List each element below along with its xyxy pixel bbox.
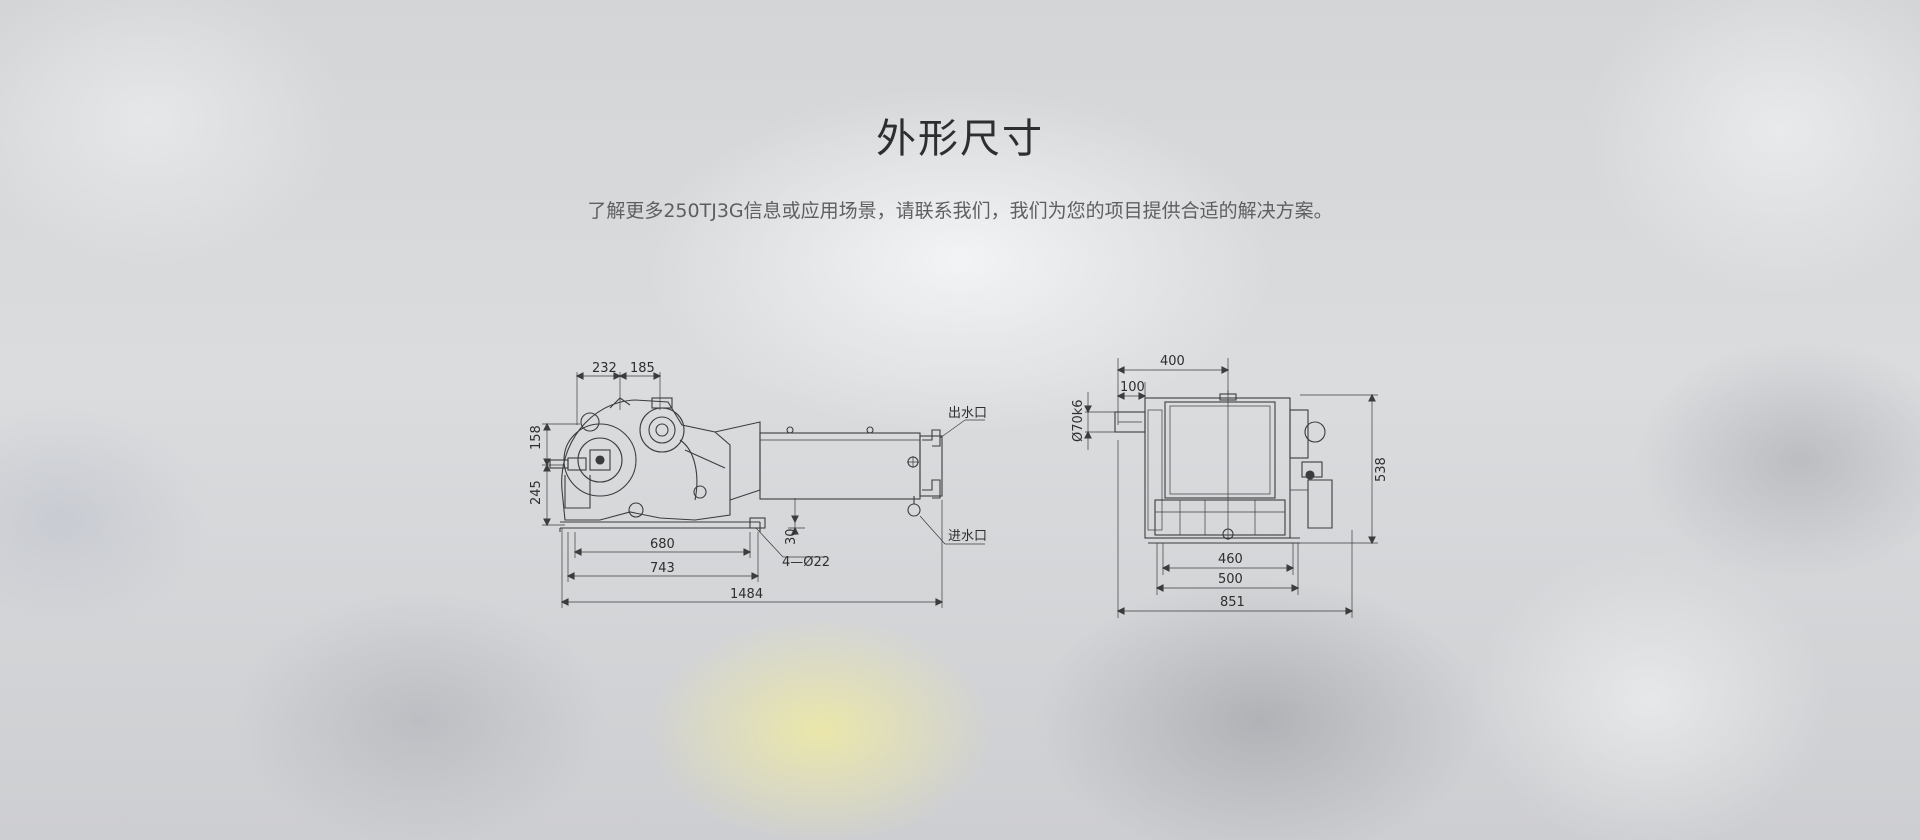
section-title: 外形尺寸	[876, 116, 1044, 162]
dim-shaft: Ø70k6	[1071, 399, 1086, 442]
dim-1484: 1484	[730, 587, 763, 602]
dim-100: 100	[1120, 380, 1145, 395]
dim-743: 743	[650, 561, 675, 576]
dim-30: 30	[784, 528, 799, 545]
dim-500: 500	[1218, 572, 1243, 587]
dim-245: 245	[529, 480, 544, 505]
dim-538: 538	[1374, 457, 1389, 482]
outlet-label: 出水口	[948, 406, 987, 421]
bolt-holes: 4—Ø22	[782, 555, 830, 570]
dim-185: 185	[630, 361, 655, 376]
inlet-label: 进水口	[948, 529, 987, 544]
side-view-drawing: 232 185 158 245 出水口 进水口	[529, 361, 987, 608]
dim-158: 158	[529, 425, 544, 450]
dim-680: 680	[650, 537, 675, 552]
dim-400: 400	[1160, 354, 1185, 369]
end-view-drawing: 400 100 Ø70k6 538 460 500	[1071, 354, 1389, 618]
dim-232: 232	[592, 361, 617, 376]
dim-851: 851	[1220, 595, 1245, 610]
dim-460: 460	[1218, 552, 1243, 567]
section-subtitle: 了解更多250TJ3G信息或应用场景，请联系我们，我们为您的项目提供合适的解决方…	[587, 200, 1333, 222]
